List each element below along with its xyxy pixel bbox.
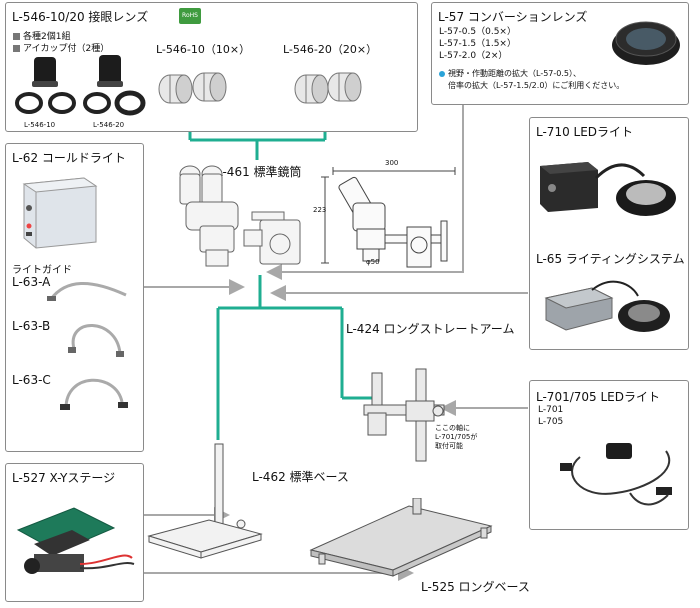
coldlight-title: L-62 コールドライト: [12, 151, 126, 165]
arm-note: ここの軸に L-701/705が 取付可能: [435, 424, 478, 450]
led701-item: L-705: [538, 417, 564, 427]
eyepiece-caption-20: L-546-20（20×）: [283, 43, 378, 56]
eyepiece-label-10: L-546-10: [24, 121, 56, 129]
led710-image: [540, 162, 676, 216]
dimension-drawing: [321, 167, 456, 268]
converter-lens-image: [612, 21, 680, 65]
eyepiece-panel: L-546-10/20 接眼レンズ RoHS 各種2個1組 アイカップ付（2種）…: [5, 2, 418, 132]
base-connector: [216, 275, 378, 440]
gray-arrows: [143, 104, 528, 581]
arm-title: L-424 ロングストレートアーム: [346, 322, 515, 336]
guide-label: L-63-A: [12, 275, 51, 289]
converter-item: L-57-2.0（2×）: [439, 51, 508, 61]
converter-item: L-57-1.5（1.5×）: [439, 39, 516, 49]
led710-panel: L-710 LEDライト L-65 ライティングシステム: [529, 117, 689, 350]
dim-diameter: φ50: [366, 258, 380, 266]
stage-image: [16, 507, 135, 574]
converter-title: L-57 コンバーションレンズ: [438, 10, 588, 24]
coldlight-panel: L-62 コールドライト ライトガイド L-63-A L-63-B L-63-C: [5, 143, 144, 452]
body-title: L-461 標準鏡筒: [216, 165, 302, 179]
base525-image: [309, 498, 493, 577]
stage-title: L-527 X-Yステージ: [12, 471, 116, 485]
base462-title: L-462 標準ベース: [252, 470, 349, 484]
lightguide-c-image: [60, 378, 128, 410]
lighting-system-image: [544, 280, 670, 332]
eyecup-20-image: [83, 55, 146, 116]
converter-note-2: 倍率の拡大（L-57-1.5/2.0）にご利用ください。: [448, 81, 625, 90]
eyecup-images: [15, 55, 146, 116]
base462-image: [147, 443, 263, 559]
eyepiece-bullet-1: 各種2個1組: [23, 32, 71, 42]
led710-title: L-710 LEDライト: [536, 125, 634, 139]
stage-panel: L-527 X-Yステージ: [5, 463, 144, 602]
converter-list: L-57-0.5（0.5×） L-57-1.5（1.5×） L-57-2.0（2…: [439, 26, 516, 62]
led701-image: [560, 443, 672, 506]
eyepiece-label-20: L-546-20: [93, 121, 125, 129]
converter-panel: L-57 コンバーションレンズ L-57-0.5（0.5×） L-57-1.5（…: [431, 2, 689, 105]
eyepiece-bullet-2: アイカップ付（2種）: [23, 44, 110, 54]
lighting-title: L-65 ライティングシステム: [536, 252, 685, 266]
base525-title: L-525 ロングベース: [421, 580, 530, 594]
led701-title: L-701/705 LEDライト: [536, 390, 660, 404]
guide-label: L-63-C: [12, 373, 51, 387]
microscope-body-image: [179, 165, 301, 267]
led701-panel: L-701/705 LEDライト L-701 L-705: [529, 380, 689, 530]
converter-note-1: 視野・作動距離の拡大（L-57-0.5）、: [448, 69, 581, 78]
coldlight-image: [22, 177, 98, 249]
eyepiece-title: L-546-10/20 接眼レンズ: [12, 10, 149, 24]
dim-width: 300: [385, 159, 399, 167]
eyecup-10-image: [15, 57, 76, 114]
lightguide-a-image: [47, 282, 127, 301]
arrow-converter: [266, 104, 464, 280]
dim-height: 223: [313, 206, 327, 214]
arm-image: [363, 368, 445, 462]
lightguide-b-image: [68, 324, 124, 357]
led701-item: L-701: [538, 405, 564, 415]
eyepiece-caption-10: L-546-10（10×）: [156, 43, 251, 56]
guide-label: L-63-B: [12, 319, 51, 333]
lightguide-title: ライトガイド: [12, 265, 72, 276]
converter-item: L-57-0.5（0.5×）: [439, 27, 516, 37]
eyepiece-lens-images: [158, 72, 362, 104]
rohs-badge: RoHS: [179, 8, 201, 24]
